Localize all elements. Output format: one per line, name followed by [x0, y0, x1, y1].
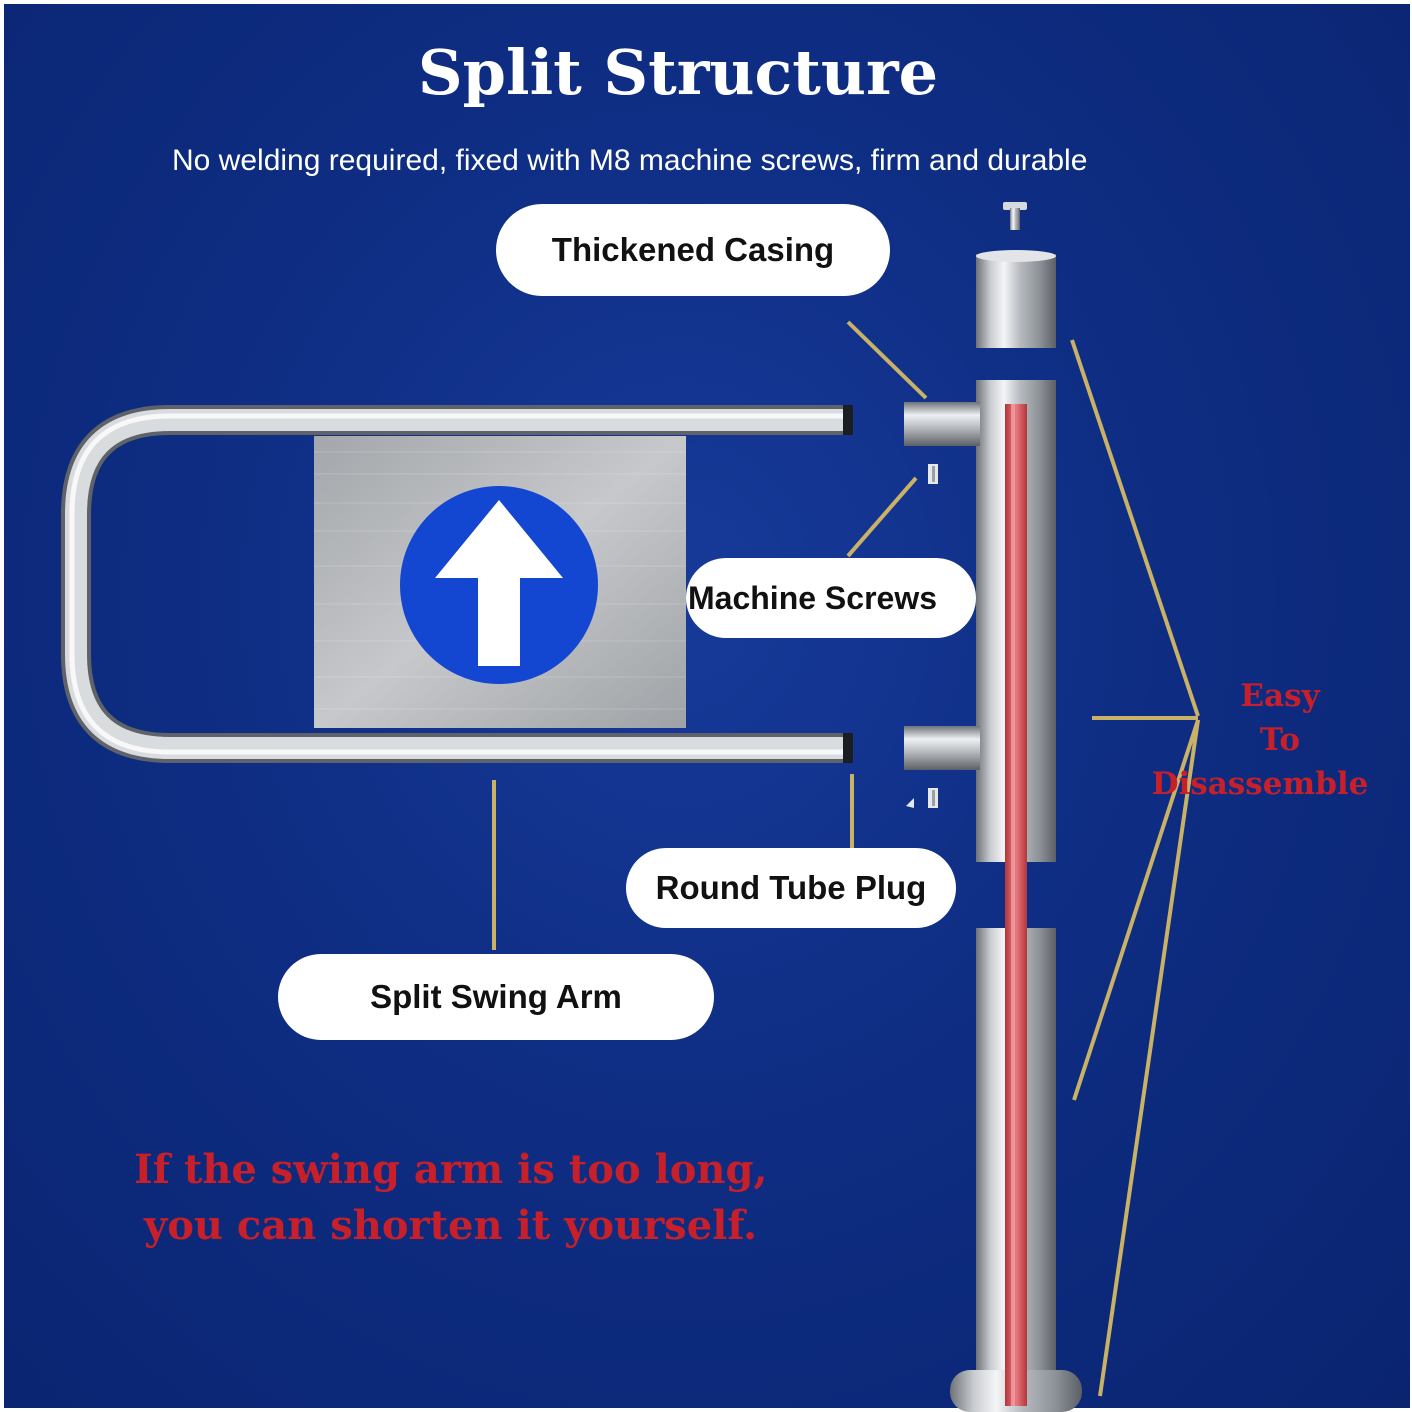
easy-note-line-3: Disassemble [1151, 766, 1369, 802]
screw-icons [906, 464, 938, 808]
page-subtitle: No welding required, fixed with M8 machi… [172, 144, 1088, 177]
up-arrow-icon [400, 486, 598, 684]
round-tube-plug-label: Round Tube Plug [626, 848, 956, 928]
thickened-casing-label: Thickened Casing [496, 204, 890, 296]
tube-plugs [904, 402, 980, 770]
easy-note-line-1: Easy [1240, 678, 1320, 714]
shorten-note-line-1: If the swing arm is too long, [134, 1146, 768, 1193]
top-bolt [1003, 202, 1027, 230]
swing-arm-loop [61, 405, 853, 763]
shorten-note-line-2: you can shorten it yourself. [144, 1202, 758, 1249]
easy-note-line-2: To [1259, 722, 1301, 758]
page-title: Split Structure [417, 36, 939, 109]
easy-to-disassemble-note: Easy To Disassemble [1150, 674, 1370, 806]
split-swing-arm-label: Split Swing Arm [278, 954, 714, 1040]
shorten-arm-note: If the swing arm is too long, you can sh… [134, 1142, 894, 1254]
machine-screws-label: Machine Screws [686, 558, 976, 638]
threaded-rod [1005, 404, 1027, 1406]
leader-lines [492, 320, 1200, 1397]
